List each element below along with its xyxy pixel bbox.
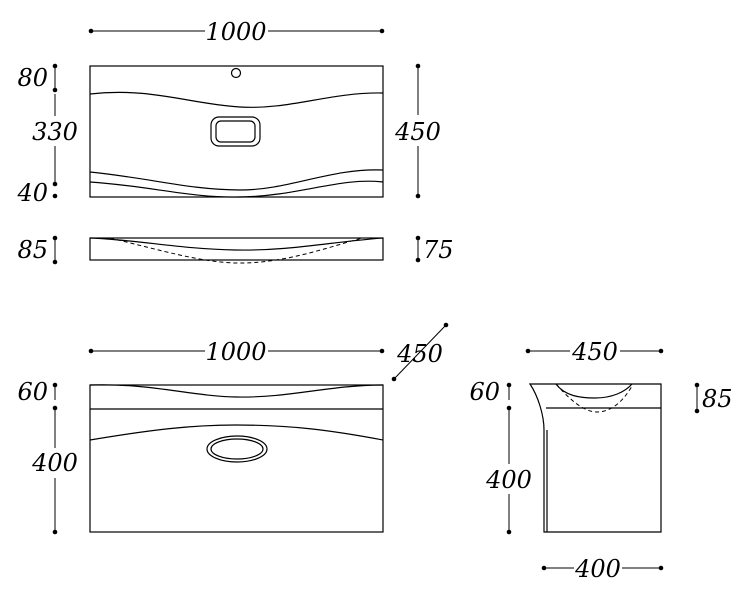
side-view-basin-curve — [555, 383, 633, 399]
top-view: 1000 450 80 330 40 — [16, 18, 440, 207]
top-view-front-curve-inner — [89, 169, 384, 191]
front-view-outline — [89, 384, 384, 533]
top-view-width-dimension: 1000 — [88, 18, 385, 46]
front-view-width-label: 1000 — [205, 338, 266, 366]
handle-inner-icon — [210, 438, 264, 460]
section-right-label: 75 — [423, 236, 454, 264]
side-view-bottom-width-label: 400 — [574, 555, 621, 583]
side-view-top-width-label: 450 — [571, 338, 618, 366]
side-view: 450 60 400 85 400 — [469, 338, 732, 583]
top-view-back-strip-label: 40 — [16, 179, 48, 207]
overflow-inner-icon — [215, 120, 256, 143]
top-view-width-label: 1000 — [205, 18, 266, 46]
top-view-front-curve-outer — [89, 180, 384, 198]
top-view-left-dimensions: 80 330 40 — [16, 63, 78, 207]
top-view-front-strip-label: 80 — [17, 64, 48, 92]
side-view-outline — [528, 383, 662, 533]
front-view-cabinet-label: 400 — [31, 449, 78, 477]
top-view-depth-label: 450 — [394, 118, 441, 146]
tap-hole-icon — [230, 67, 242, 79]
side-view-basin-hidden-line — [555, 383, 633, 413]
front-view-depth-dimension: 450 — [391, 322, 449, 382]
side-view-left-dimensions: 60 400 — [469, 378, 532, 535]
front-view-top-label: 60 — [17, 378, 48, 406]
section-outline — [89, 237, 384, 261]
side-view-bottom-width-dimension: 400 — [541, 555, 664, 583]
top-view-bowl-label: 330 — [32, 118, 78, 146]
handle-outer-icon — [206, 435, 268, 463]
section-left-dimension: 85 — [17, 235, 58, 265]
side-view-basin-dimension: 85 — [694, 382, 733, 414]
front-view-left-dimensions: 60 400 — [17, 378, 78, 535]
side-view-top-width-dimension: 450 — [525, 338, 664, 366]
section-left-label: 85 — [17, 236, 48, 264]
front-view: 1000 450 60 400 — [17, 322, 449, 535]
top-view-back-curve — [89, 91, 384, 108]
section-bowl-hidden-line — [109, 237, 363, 264]
section-right-dimension: 75 — [415, 235, 454, 264]
front-view-top-curve — [89, 384, 384, 398]
front-view-depth-label: 450 — [396, 340, 443, 368]
section-bowl-edge — [89, 237, 384, 251]
side-view-top-label: 60 — [469, 378, 500, 406]
section-view: 85 75 — [17, 235, 454, 265]
side-view-cabinet-label: 400 — [485, 466, 532, 494]
front-view-drawer-curve — [89, 424, 384, 441]
top-view-depth-dimension: 450 — [394, 63, 441, 199]
side-view-basin-label: 85 — [702, 385, 733, 413]
overflow-outer-icon — [210, 116, 261, 147]
front-view-width-dimension: 1000 — [88, 338, 385, 366]
